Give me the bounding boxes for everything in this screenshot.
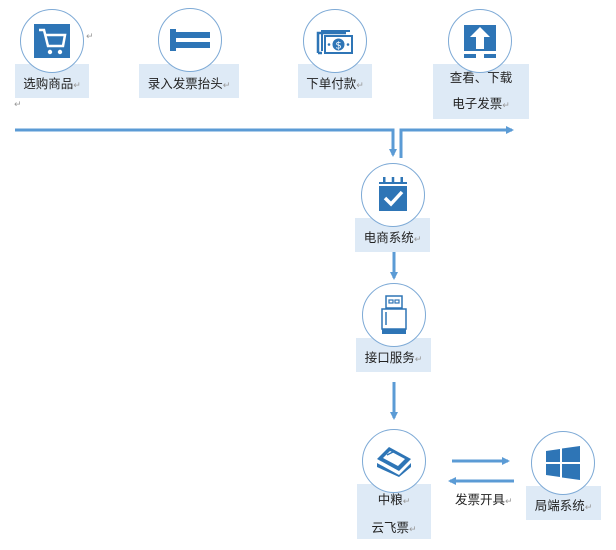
- step-label: 录入发票抬头↵: [139, 64, 239, 98]
- svg-text:$: $: [335, 41, 341, 52]
- node-circle: [361, 163, 425, 227]
- node-label-line2: 云飞票: [371, 520, 409, 535]
- scanner-icon: [377, 447, 411, 477]
- node-label-line1: 中粮: [377, 492, 403, 507]
- step-label: 下单付款↵: [298, 64, 372, 98]
- node-circle: [362, 283, 426, 347]
- node-circle: [531, 431, 595, 495]
- form-bar-icon: [170, 29, 210, 51]
- paragraph-mark: ↵: [86, 32, 94, 42]
- node-label: 中粮↵ 云飞票↵: [357, 484, 431, 539]
- return-flow-line: [399, 126, 514, 158]
- node-label: 电商系统↵: [355, 218, 430, 252]
- windows-icon: [546, 446, 580, 480]
- step-circle: [158, 8, 222, 72]
- upload-box-icon: [464, 25, 496, 58]
- step-circle: [20, 9, 84, 73]
- step-circle: $: [303, 9, 367, 73]
- step-label-line2: 电子发票: [452, 96, 503, 111]
- step-label-line1: 查看、下载: [449, 70, 513, 85]
- step-circle: [448, 9, 512, 73]
- main-flow-line: [15, 128, 397, 157]
- step-label: 查看、下载 电子发票↵: [433, 64, 529, 119]
- money-bill-icon: $: [316, 30, 353, 55]
- checklist-icon: [379, 177, 407, 211]
- paragraph-mark: ↵: [14, 100, 22, 110]
- shopping-cart-icon: [34, 24, 70, 58]
- edge-label-invoice-issue: 发票开具↵: [455, 492, 513, 507]
- usb-icon: [381, 295, 407, 334]
- node-circle: [362, 429, 426, 493]
